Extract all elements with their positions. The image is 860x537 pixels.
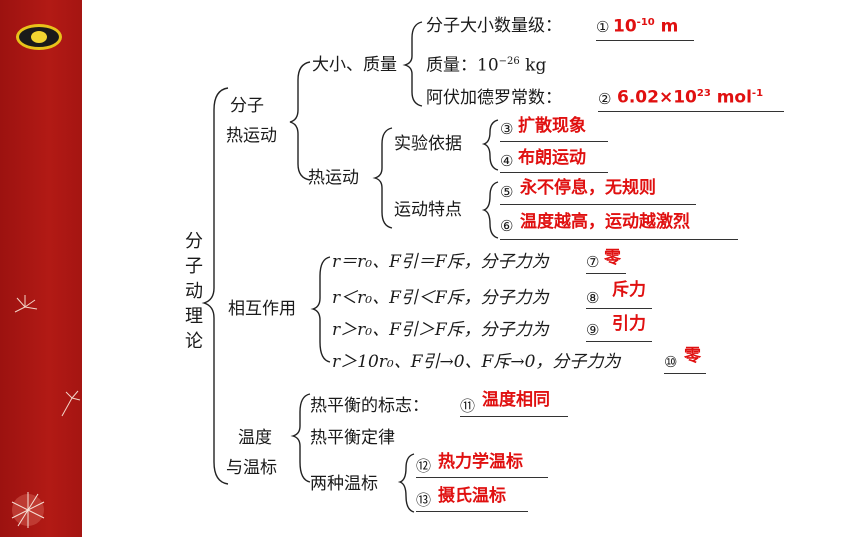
- force-row-answer: 引力: [612, 314, 646, 334]
- force-row-expr: r＞10r₀、F引→0、F斥→0，分子力为: [332, 352, 621, 372]
- equilibrium-sign-answer: 温度相同: [482, 390, 550, 410]
- answer-underline: [416, 477, 548, 478]
- blank-number: ③: [500, 120, 514, 138]
- order-label: 分子大小数量级：: [426, 16, 562, 36]
- answer-underline: [500, 141, 608, 142]
- left-decorative-bar: [0, 0, 82, 537]
- blank-number: ⑬: [416, 491, 432, 509]
- size-mass-label: 大小、质量: [312, 55, 397, 75]
- section-temperature-line2: 与温标: [226, 458, 277, 478]
- blank-number: ①: [596, 18, 610, 36]
- section-molecule-motion-line1: 分子: [230, 96, 264, 116]
- answer-underline: [500, 204, 696, 205]
- root-char: 分: [185, 231, 203, 252]
- blank-number: ⑤: [500, 183, 514, 201]
- force-row-expr: r＞r₀、F引＞F斥，分子力为: [332, 320, 549, 340]
- avogadro-answer: 6.02×1023 mol-1: [617, 87, 764, 108]
- evidence-label: 实验依据: [394, 134, 462, 154]
- blank-number: ⑦: [586, 253, 600, 271]
- force-row-answer: 斥力: [612, 280, 646, 300]
- root-char: 子: [185, 256, 203, 277]
- blank-number: ⑩: [664, 353, 678, 371]
- answer-underline: [460, 416, 568, 417]
- thermal-motion-label: 热运动: [308, 168, 359, 188]
- root-label: 分 子 动 理 论: [184, 229, 204, 354]
- answer-underline: [596, 40, 694, 41]
- feature-label: 运动特点: [394, 200, 462, 220]
- blank-number: ⑧: [586, 289, 600, 307]
- mass-label: 质量：10−26 kg: [426, 55, 547, 76]
- blank-number: ⑥: [500, 217, 514, 235]
- dandelion-icon: [61, 390, 81, 417]
- answer-underline: [598, 111, 784, 112]
- equilibrium-sign-label: 热平衡的标志：: [310, 396, 429, 416]
- dandelion-icon: [14, 295, 38, 313]
- root-char: 论: [185, 331, 203, 352]
- blank-number: ④: [500, 152, 514, 170]
- feature-answer: 温度越高，运动越激烈: [520, 212, 690, 232]
- blank-number: ⑫: [416, 457, 432, 475]
- dandelion-icon: [11, 492, 45, 528]
- feature-answer: 永不停息，无规则: [520, 178, 656, 198]
- answer-underline: [586, 273, 626, 274]
- equilibrium-law: 热平衡定律: [310, 428, 395, 448]
- answer-underline: [664, 373, 706, 374]
- answer-underline: [416, 511, 528, 512]
- answer-underline: [500, 172, 608, 173]
- force-row-answer: 零: [604, 248, 621, 268]
- answer-underline: [500, 239, 738, 240]
- root-char: 动: [185, 281, 203, 302]
- section-temperature-line1: 温度: [238, 428, 272, 448]
- answer-underline: [586, 341, 652, 342]
- answer-underline: [586, 308, 652, 309]
- section-molecule-motion-line2: 热运动: [226, 126, 277, 146]
- evidence-answer: 布朗运动: [518, 148, 586, 168]
- force-row-expr: r＜r₀、F引＜F斥，分子力为: [332, 288, 549, 308]
- blank-number: ⑨: [586, 321, 600, 339]
- blank-number: ②: [598, 90, 612, 108]
- order-answer: 10-10 m: [613, 16, 679, 37]
- scales-label: 两种温标: [310, 474, 378, 494]
- root-char: 理: [185, 306, 203, 327]
- scale-answer: 热力学温标: [438, 452, 523, 472]
- section-interaction: 相互作用: [228, 299, 296, 319]
- scale-answer: 摄氏温标: [438, 486, 506, 506]
- blank-number: ⑪: [460, 397, 476, 415]
- evidence-answer: 扩散现象: [518, 116, 586, 136]
- avogadro-label: 阿伏加德罗常数：: [426, 88, 562, 108]
- force-row-expr: r＝r₀、F引＝F斥，分子力为: [332, 252, 549, 272]
- logo-icon: [16, 24, 62, 50]
- force-row-answer: 零: [684, 346, 701, 366]
